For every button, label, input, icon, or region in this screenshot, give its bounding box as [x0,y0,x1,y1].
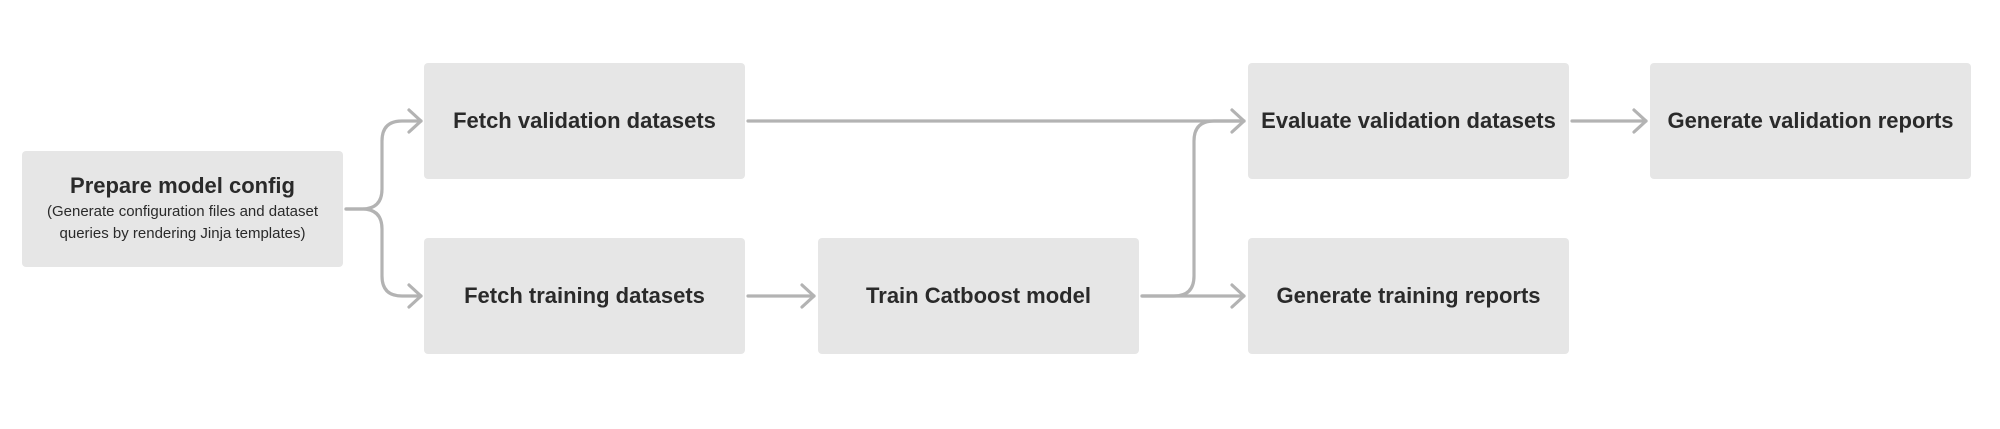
edge-train-to-evaluate [1140,119,1246,298]
node-prepare-model-config: Prepare model config (Generate configura… [22,151,343,267]
arrowhead-fetch-validation [407,108,423,134]
node-title: Generate training reports [1276,282,1541,308]
node-title: Prepare model config [70,173,295,199]
edge-prepare-to-fetch-training [344,207,423,298]
arrowhead-training-reports [1230,283,1246,309]
node-title: Train Catboost model [866,282,1091,308]
arrowhead-train [800,283,816,309]
arrowhead-validation-reports [1632,108,1648,134]
node-title: Generate validation reports [1667,107,1954,133]
node-title: Evaluate validation datasets [1261,107,1556,133]
node-generate-validation-reports: Generate validation reports [1650,63,1971,179]
node-evaluate-validation-datasets: Evaluate validation datasets [1248,63,1569,179]
node-generate-training-reports: Generate training reports [1248,238,1569,354]
edge-prepare-to-fetch-validation [344,119,423,211]
node-fetch-training-datasets: Fetch training datasets [424,238,745,354]
node-title: Fetch training datasets [464,282,705,308]
node-fetch-validation-datasets: Fetch validation datasets [424,63,745,179]
node-train-catboost-model: Train Catboost model [818,238,1139,354]
node-subtitle: (Generate configuration files and datase… [46,203,318,243]
arrowhead-fetch-training [407,283,423,309]
node-title: Fetch validation datasets [453,107,716,133]
